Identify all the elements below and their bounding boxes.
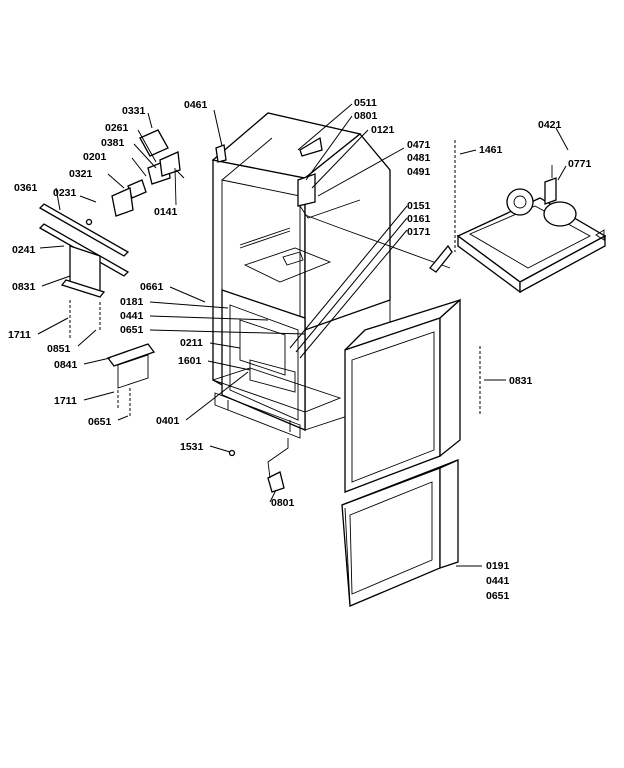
callout-0171: 0171 [407, 226, 431, 238]
callout-0831-left: 0831 [12, 281, 36, 293]
callout-0181: 0181 [120, 296, 144, 308]
callout-0851: 0851 [47, 343, 71, 355]
callout-0801-top: 0801 [354, 110, 378, 122]
callout-0661: 0661 [140, 281, 164, 293]
callout-1531: 1531 [180, 441, 204, 453]
compressor-deck [456, 165, 607, 294]
callout-0361: 0361 [14, 182, 38, 194]
callout-0381: 0381 [101, 137, 125, 149]
callout-1711-bottom: 1711 [54, 395, 77, 407]
freezer-drawer [341, 458, 459, 607]
callout-0241: 0241 [12, 244, 36, 256]
callout-1601: 1601 [178, 355, 202, 367]
callout-0471: 0471 [407, 139, 431, 151]
callout-0161: 0161 [407, 213, 431, 225]
callout-0441-right: 0441 [486, 575, 510, 587]
callout-0261: 0261 [105, 122, 129, 134]
callout-0511: 0511 [354, 97, 377, 109]
upper-hinge-assembly [85, 129, 181, 226]
callout-labels: 0331 0261 0381 0201 0321 0361 0231 0141 … [8, 97, 592, 602]
callout-0211: 0211 [180, 337, 203, 349]
callout-0331: 0331 [122, 105, 146, 117]
callout-0491: 0491 [407, 166, 431, 178]
callout-1461: 1461 [479, 144, 503, 156]
leader-lines [37, 103, 569, 567]
callout-0421: 0421 [538, 119, 562, 131]
cabinet-body [211, 112, 391, 439]
callout-0441-left: 0441 [120, 310, 144, 322]
callout-0771: 0771 [568, 158, 592, 170]
callout-0651-right: 0651 [486, 590, 510, 602]
callout-0651-bottom-left: 0651 [88, 416, 112, 428]
callout-0231: 0231 [53, 187, 77, 199]
callout-1711-top: 1711 [8, 329, 31, 341]
upper-door [344, 298, 461, 493]
callout-0651-left: 0651 [120, 324, 144, 336]
callout-0461: 0461 [184, 99, 208, 111]
lower-brackets [60, 245, 156, 416]
callout-0481: 0481 [407, 152, 431, 164]
callout-0401: 0401 [156, 415, 180, 427]
callout-0141: 0141 [154, 206, 178, 218]
callout-0151: 0151 [407, 200, 431, 212]
callout-0191: 0191 [486, 560, 510, 572]
callout-0201: 0201 [83, 151, 107, 163]
callout-0841: 0841 [54, 359, 78, 371]
callout-0801-bottom: 0801 [271, 497, 295, 509]
callout-0831-right: 0831 [509, 375, 533, 387]
callout-0321: 0321 [69, 168, 93, 180]
callout-0121: 0121 [371, 124, 395, 136]
